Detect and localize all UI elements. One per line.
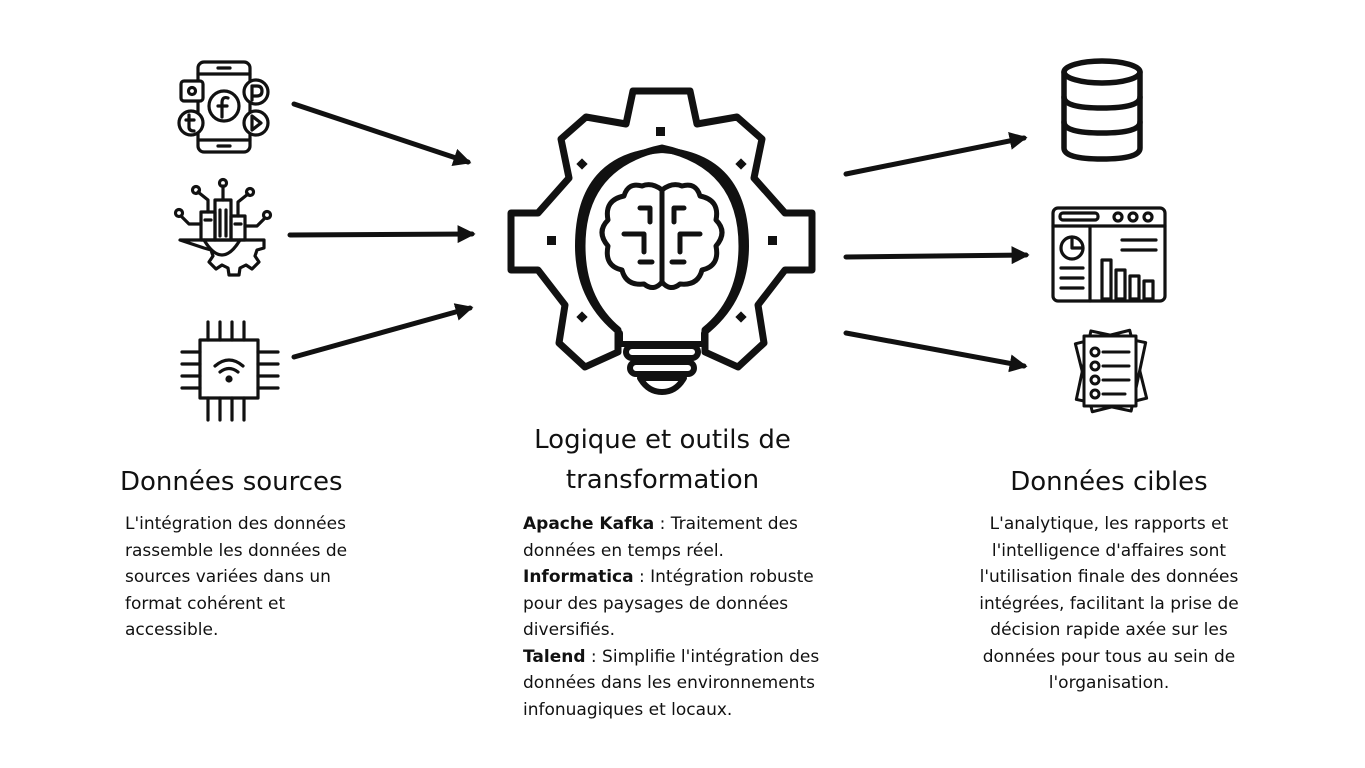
tool-item-talend: Talend : Simplifie l'intégration des don… (523, 644, 838, 724)
target-title: Données cibles (1010, 467, 1208, 497)
database-icon (1061, 58, 1143, 162)
wifi-chip-icon (180, 320, 280, 422)
tool-name: Talend (523, 646, 586, 667)
transformation-title: Logique et outils de transformation (534, 425, 791, 496)
social-media-phone-icon (177, 60, 270, 154)
brain-gear-bulb-icon (507, 87, 816, 395)
tool-description: : Traitement des données en temps réel. (523, 514, 798, 561)
source-title: Données sources (120, 467, 343, 497)
analytics-dashboard-icon (1051, 206, 1167, 303)
tool-item-informatica: Informatica : Intégration robuste pour d… (523, 564, 838, 644)
tool-item-kafka: Apache Kafka : Traitement des données en… (523, 511, 838, 564)
source-description: L'intégration des données rassemble les … (125, 514, 348, 640)
tool-description: : Simplifie l'intégration des données da… (523, 646, 820, 720)
target-description: L'analytique, les rapports et l'intellig… (979, 514, 1239, 693)
arrow-target-3 (843, 330, 1028, 373)
arrow-target-1 (843, 132, 1028, 177)
arrow-source-1 (291, 101, 472, 166)
source-arrows (287, 101, 476, 360)
tool-name: Informatica (523, 567, 634, 587)
tool-name: Apache Kafka (523, 514, 655, 534)
arrow-source-3 (291, 303, 474, 360)
report-checklist-icon (1073, 328, 1149, 414)
arrow-target-2 (843, 246, 1030, 265)
target-arrows (843, 132, 1030, 373)
smart-city-gear-icon (173, 177, 273, 277)
transformation-tools: Apache Kafka : Traitement des données en… (523, 511, 838, 723)
arrow-source-2 (287, 225, 476, 244)
tool-description: : Intégration robuste pour des paysages … (523, 567, 814, 640)
